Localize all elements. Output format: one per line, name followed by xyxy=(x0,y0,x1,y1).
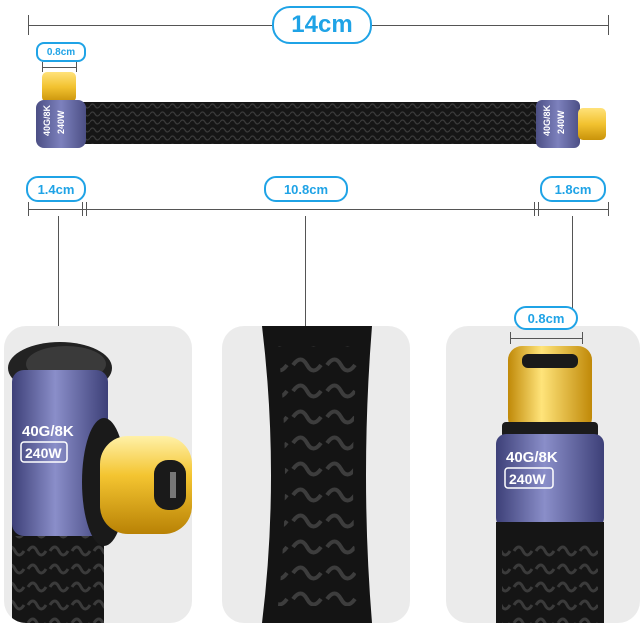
top-left-housing-label-line1: 40G/8K xyxy=(42,104,52,136)
left-connector-closeup: 40G/8K 240W xyxy=(8,342,192,623)
top-left-housing-label-line2: 240W xyxy=(56,110,66,134)
left-closeup-label-line1: 40G/8K xyxy=(22,423,74,440)
top-cable-illustration: 40G/8K 240W 40G/8K 240W xyxy=(36,72,606,148)
right-connector-width-line xyxy=(510,338,582,339)
top-right-housing-label-line1: 40G/8K xyxy=(542,104,552,136)
total-length-tick-right xyxy=(608,15,609,35)
total-length-label: 14cm xyxy=(272,6,372,44)
right-connector-closeup-panel: 40G/8K 240W xyxy=(446,326,640,623)
cable-closeup-panel xyxy=(222,326,410,623)
leader-middle xyxy=(305,216,306,328)
section-dimension-line xyxy=(28,209,608,210)
top-connector-width-label: 0.8cm xyxy=(36,42,86,62)
middle-section-label: 10.8cm xyxy=(264,176,348,202)
right-section-label: 1.8cm xyxy=(540,176,606,202)
section-tick-2b xyxy=(538,202,539,216)
top-connector-width-line xyxy=(42,67,76,68)
left-closeup-label-line2: 240W xyxy=(25,445,62,461)
top-left-plug xyxy=(42,72,76,102)
section-tick-1 xyxy=(82,202,83,216)
cable-closeup xyxy=(262,326,372,623)
right-closeup-label-line2: 240W xyxy=(509,471,546,487)
right-connector-width-label: 0.8cm xyxy=(514,306,578,330)
top-right-plug xyxy=(578,108,606,140)
section-tick-1b xyxy=(86,202,87,216)
top-right-housing xyxy=(536,100,580,148)
section-tick-0 xyxy=(28,202,29,216)
right-closeup-housing xyxy=(496,434,604,528)
leader-left xyxy=(58,216,59,328)
leader-right xyxy=(572,216,573,328)
top-connector-width-tick-right xyxy=(76,62,77,72)
section-tick-2 xyxy=(534,202,535,216)
top-left-housing xyxy=(36,100,86,148)
left-section-label: 1.4cm xyxy=(26,176,86,202)
left-connector-closeup-panel: 40G/8K 240W xyxy=(4,326,192,623)
right-connector-width-tick-right xyxy=(582,332,583,344)
top-right-housing-label-line2: 240W xyxy=(556,110,566,134)
right-closeup-label-line1: 40G/8K xyxy=(506,449,558,466)
section-tick-3 xyxy=(608,202,609,216)
right-connector-closeup: 40G/8K 240W xyxy=(496,346,604,623)
